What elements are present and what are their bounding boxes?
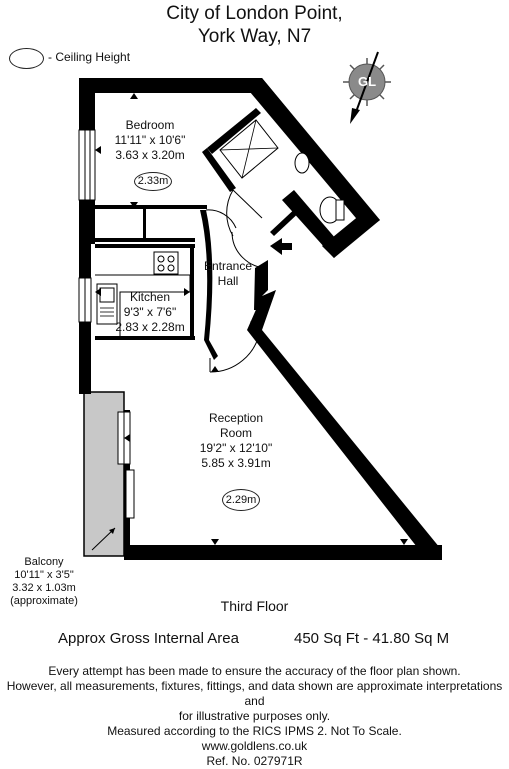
kitchen-imperial: 9'3" x 7'6" [123,305,177,319]
balcony-pointer-head [109,528,115,534]
entrance-hall-line1: Entrance [203,259,253,273]
reception-ceiling-height: 2.29m [222,489,260,511]
reception-label: Reception Room 19'2" x 12'10" 5.85 x 3.9… [186,411,286,471]
bedroom-name: Bedroom [125,118,175,132]
property-title-line2: York Way, N7 [197,26,312,47]
reception-metric: 5.85 x 3.91m [201,456,271,470]
ensuite-door-swing [226,189,234,237]
reception-line1: Reception [208,411,264,425]
dimension-markers [95,93,408,545]
entrance-door-swing [231,231,269,269]
entrance-hall-line2: Hall [217,274,239,288]
reception-imperial: 19'2" x 12'10" [199,441,273,455]
bedroom-window [78,129,96,201]
basin [294,152,310,174]
balcony-name: Balcony [24,556,64,568]
disclaimer: Every attempt has been made to ensure th… [0,664,509,769]
reception-window [125,469,135,519]
balcony-metric: 3.32 x 1.03m [12,582,76,594]
reception-line2: Room [219,426,252,440]
kitchen-name: Kitchen [129,290,171,304]
ceiling-height-legend-oval [9,48,44,69]
balcony-area [83,391,125,557]
bedroom-ceiling-height: 2.33m [134,172,172,191]
kitchen-label: Kitchen 9'3" x 7'6" 2.83 x 2.28m [112,290,188,335]
bedroom-door-swing [205,209,237,229]
floor-label: Third Floor [220,598,289,614]
kitchen-metric: 2.83 x 2.28m [115,320,185,334]
disclaimer-line1: Every attempt has been made to ensure th… [48,664,461,678]
entrance-hall-label: Entrance Hall [200,259,256,289]
hob [153,251,179,275]
compass-needle [355,51,379,113]
bedroom-label: Bedroom 11'11" x 10'6" 3.63 x 3.20m [100,118,200,163]
property-title-line1: City of London Point, [166,3,343,24]
north-arrow-icon [350,108,360,124]
kitchen-sink [96,283,118,325]
disclaimer-line2: However, all measurements, fixtures, fit… [6,679,503,708]
balcony-label: Balcony 10'11" x 3'5" 3.32 x 1.03m (appr… [4,556,84,608]
compass-rose [343,51,391,124]
entrance-arrow [270,238,292,255]
disclaimer-line3: for illustrative purposes only. [178,709,331,723]
balcony-imperial: 10'11" x 3'5" [14,569,74,581]
internal-walls [95,108,304,360]
bedroom-imperial: 11'11" x 10'6" [114,133,186,147]
website-link[interactable]: www.goldlens.co.uk [201,739,308,753]
gross-area-value: 450 Sq Ft - 41.80 Sq M [294,630,450,647]
balcony-note: (approximate) [10,595,78,607]
disclaimer-line4: Measured according to the RICS IPMS 2. N… [107,724,402,738]
compass-label: GL [357,74,377,89]
bedroom-metric: 3.63 x 3.20m [115,148,185,162]
ceiling-height-legend-label: - Ceiling Height [48,50,131,64]
gross-area-label: Approx Gross Internal Area [58,630,239,647]
reference-number: Ref. No. 027971R [206,754,303,768]
